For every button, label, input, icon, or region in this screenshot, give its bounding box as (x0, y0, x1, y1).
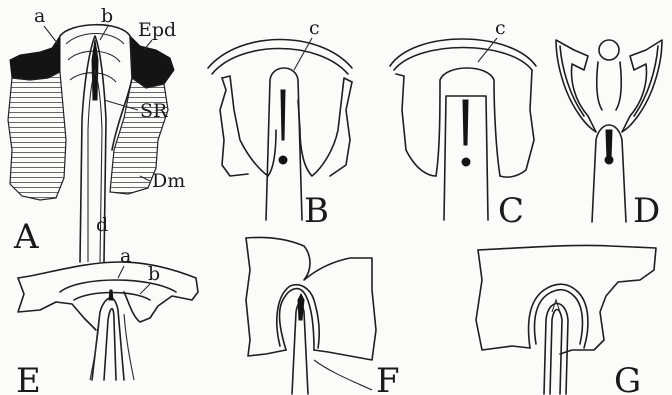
label-dm: Dm (152, 170, 185, 192)
label-c-c: c (495, 17, 506, 39)
panel-label-c: C (498, 191, 524, 231)
label-a-top: a (34, 5, 45, 27)
panel-label-g: G (614, 361, 641, 395)
label-d: d (96, 214, 108, 236)
label-a-e: a (120, 245, 131, 267)
panel-label-d: D (633, 191, 660, 231)
label-b-top: b (101, 5, 113, 27)
panel-label-f: F (376, 361, 400, 395)
label-sr: SR (140, 100, 168, 122)
panel-label-e: E (16, 361, 41, 395)
label-c-b: c (309, 17, 320, 39)
label-b-e: b (148, 263, 160, 285)
panel-f-drawing (246, 237, 376, 394)
panel-label-b: B (304, 191, 329, 231)
panel-e-drawing (18, 262, 198, 380)
panel-b-drawing (208, 40, 352, 221)
panel-label-a: A (13, 217, 39, 257)
label-epd: Epd (138, 19, 176, 41)
